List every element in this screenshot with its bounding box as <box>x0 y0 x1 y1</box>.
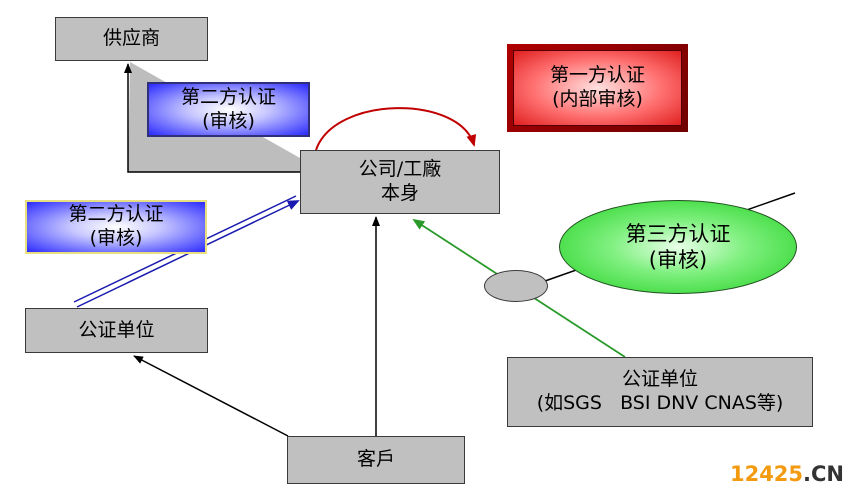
first-party-curved-arrow <box>315 107 477 151</box>
supplier-label: 供应商 <box>102 27 160 50</box>
second-party-audit-top: 第二方认证 (审核) <box>147 82 310 137</box>
notary-left-label: 公证单位 <box>78 318 155 341</box>
supplier-box: 供应商 <box>55 17 208 61</box>
site-watermark: 12425.CN <box>730 462 844 486</box>
notary-right-line2: (如SGS BSI DNV CNAS等) <box>536 392 784 414</box>
second-party-top-line2: (审核) <box>202 109 255 132</box>
customer-to-notary-arrow <box>133 355 289 437</box>
third-party-line1: 第三方认证 <box>625 221 731 246</box>
first-party-audit-box: 第一方认证 (内部审核) <box>507 44 688 132</box>
supplier-connector <box>124 63 300 173</box>
watermark-number: 12425 <box>729 462 804 486</box>
second-party-audit-left: 第二方认证 (审核) <box>25 200 207 254</box>
first-party-line2: (内部审核) <box>552 88 643 110</box>
first-party-audit-inner: 第一方认证 (内部审核) <box>513 50 682 126</box>
second-party-top-line1: 第二方认证 <box>180 85 276 108</box>
third-party-audit-ellipse: 第三方认证 (审核) <box>559 200 797 294</box>
second-party-blue-arrow-b <box>76 200 300 308</box>
watermark-suffix: .CN <box>803 462 844 486</box>
connector-oval <box>484 270 548 302</box>
third-party-line2: (审核) <box>648 248 708 272</box>
company-line1: 公司/工廠 <box>358 158 442 181</box>
notary-right-box: 公证单位 (如SGS BSI DNV CNAS等) <box>507 357 813 427</box>
customer-box: 客戶 <box>287 436 465 484</box>
customer-label: 客戶 <box>356 448 395 471</box>
notary-right-line1: 公证单位 <box>621 368 698 391</box>
company-line2: 本身 <box>380 182 419 204</box>
notary-left-box: 公证单位 <box>25 308 208 353</box>
company-box: 公司/工廠 本身 <box>300 150 500 214</box>
first-party-line1: 第一方认证 <box>549 64 645 87</box>
second-party-left-line1: 第二方认证 <box>68 203 164 226</box>
second-party-left-line2: (审核) <box>89 227 143 249</box>
